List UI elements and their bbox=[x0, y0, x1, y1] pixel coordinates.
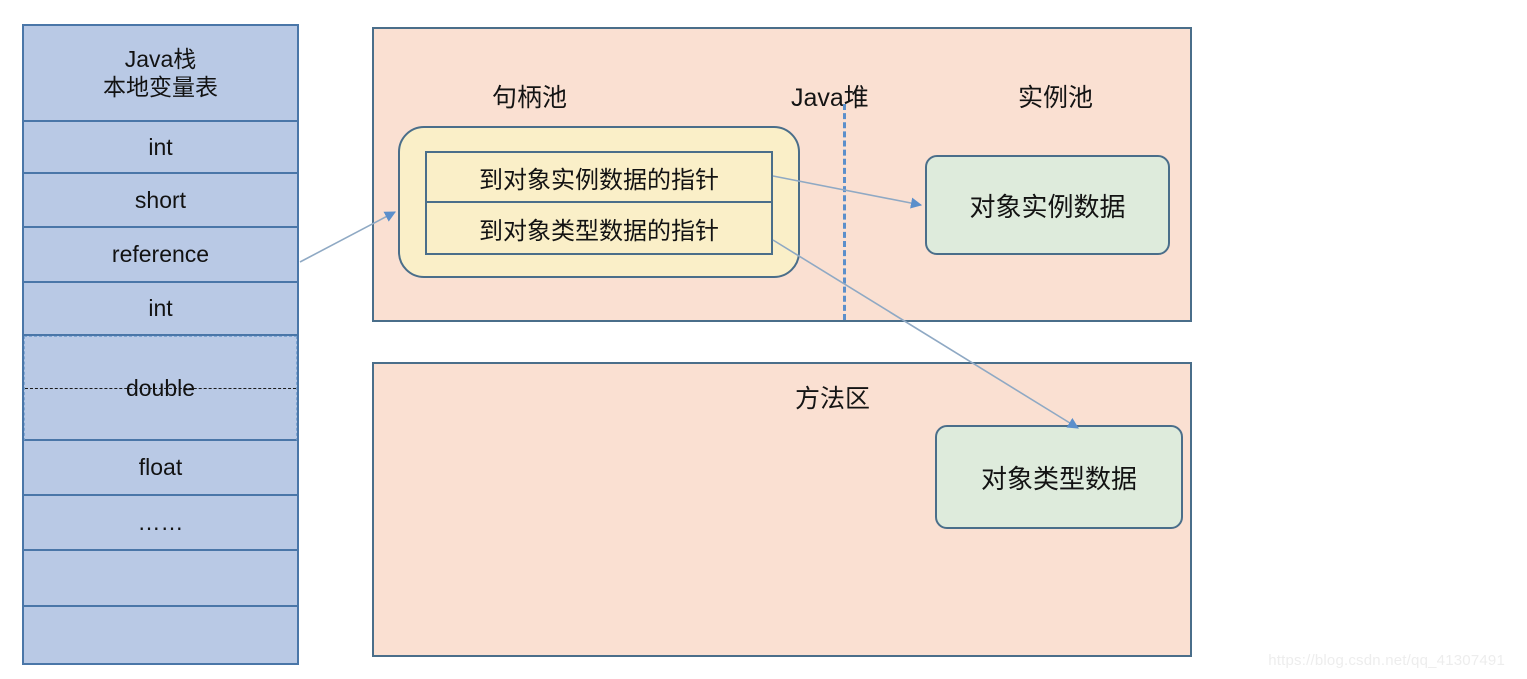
stack-row-double: double bbox=[24, 336, 297, 441]
object-type-data-label: 对象类型数据 bbox=[980, 464, 1137, 494]
stack-header-label: Java栈 本地变量表 bbox=[103, 45, 218, 100]
stack-row-int-1: int bbox=[24, 122, 297, 174]
stack-cell-label: int bbox=[148, 133, 173, 160]
stack-header-cell: Java栈 本地变量表 bbox=[24, 26, 297, 122]
handle-row-type-pointer: 到对象类型数据的指针 bbox=[427, 203, 771, 253]
stack-cell-label: float bbox=[138, 454, 183, 481]
slot-split-divider bbox=[25, 388, 296, 389]
handle-row-label: 到对象类型数据的指针 bbox=[479, 218, 719, 245]
stack-cell-label: short bbox=[134, 186, 187, 213]
instance-pool-label: 实例池 bbox=[1018, 85, 1094, 112]
stack-cell-label: reference bbox=[111, 241, 210, 268]
handle-entry-table: 到对象实例数据的指针 到对象类型数据的指针 bbox=[425, 151, 773, 255]
method-area-label: 方法区 bbox=[795, 386, 871, 413]
java-heap-label: Java堆 bbox=[791, 84, 869, 112]
stack-row-ellipsis: …… bbox=[24, 496, 297, 551]
stack-cell-label: int bbox=[148, 295, 173, 322]
handle-row-instance-pointer: 到对象实例数据的指针 bbox=[427, 153, 771, 203]
object-type-data-box: 对象类型数据 bbox=[935, 425, 1183, 529]
stack-row-reference: reference bbox=[24, 228, 297, 283]
stack-cell-label: double bbox=[125, 374, 196, 401]
handle-pool-label: 句柄池 bbox=[492, 85, 568, 112]
stack-cell-label: …… bbox=[137, 509, 184, 536]
handle-row-label: 到对象实例数据的指针 bbox=[479, 167, 719, 194]
watermark-text: https://blog.csdn.net/qq_41307491 bbox=[1268, 652, 1505, 669]
stack-row-int-2: int bbox=[24, 283, 297, 336]
stack-row-float: float bbox=[24, 441, 297, 496]
stack-row-empty-2 bbox=[24, 607, 297, 663]
heap-divider-line bbox=[843, 104, 846, 320]
stack-row-short: short bbox=[24, 174, 297, 228]
stack-row-empty-1 bbox=[24, 551, 297, 607]
java-stack-table: Java栈 本地变量表 int short reference int doub… bbox=[22, 24, 299, 665]
object-instance-data-box: 对象实例数据 bbox=[925, 155, 1170, 255]
object-instance-data-label: 对象实例数据 bbox=[969, 192, 1126, 222]
